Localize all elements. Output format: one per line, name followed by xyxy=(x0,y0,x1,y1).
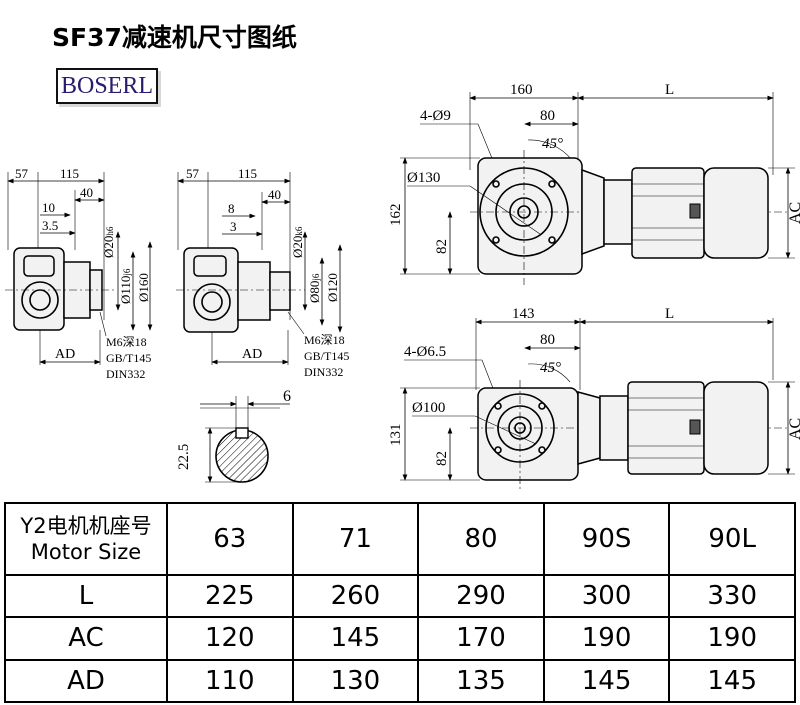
mid-thread-1: M6深18 xyxy=(304,333,345,347)
br-dim-82: 82 xyxy=(434,451,450,466)
table-cell: 330 xyxy=(668,573,796,619)
left-dim-57: 57 xyxy=(15,166,29,181)
size-cell: 90L xyxy=(668,502,796,576)
mid-dim-8: 8 xyxy=(228,201,235,216)
mid-dim-115: 115 xyxy=(238,166,257,181)
left-pilot-dim: Ø110 xyxy=(118,276,133,304)
size-cell: 80 xyxy=(417,502,545,576)
technical-drawing: 57 115 40 10 3.5 Ø20h6 Ø110j6 Ø160 AD M6… xyxy=(5,82,800,490)
header-line-2: Motor Size xyxy=(30,539,142,564)
svg-text:Ø20h6: Ø20h6 xyxy=(101,226,116,258)
tr-angle: 45° xyxy=(542,136,563,152)
table-header-label: Y2电机机座号 Motor Size xyxy=(4,502,168,576)
br-dim-80: 80 xyxy=(540,332,555,348)
size-cell: 71 xyxy=(291,502,420,576)
left-shaft-tol: h6 xyxy=(105,226,115,236)
table-cell: 130 xyxy=(291,658,420,704)
left-pilot-tol: j6 xyxy=(122,268,132,277)
table-cell: 190 xyxy=(668,616,796,661)
table-cell: 260 xyxy=(291,573,420,619)
table-cell: 225 xyxy=(166,573,294,619)
left-thread-2: GB/T145 xyxy=(106,351,151,365)
size-cell: 90S xyxy=(542,502,671,576)
row-label: AC xyxy=(4,616,168,661)
tr-holes: 4-Ø9 xyxy=(420,108,451,124)
table-cell: 145 xyxy=(668,658,796,704)
brand-logo: BOSERL xyxy=(56,68,158,104)
mid-flange-dim: Ø120 xyxy=(325,273,340,302)
key-height-dim: 22.5 xyxy=(176,444,192,470)
tr-dim-82: 82 xyxy=(434,239,450,254)
bottom-right-view: 143 L 4-Ø6.5 80 45° Ø100 131 xyxy=(388,306,800,490)
br-dim-143: 143 xyxy=(512,306,535,322)
size-cell: 63 xyxy=(166,502,294,576)
left-ad-label: AD xyxy=(55,347,75,362)
tr-ac: AC xyxy=(787,202,800,224)
table-cell: 190 xyxy=(542,616,671,661)
table-cell: 120 xyxy=(166,616,294,661)
br-dim-L: L xyxy=(665,306,674,322)
middle-side-view: 57 115 40 8 3 Ø20k6 Ø80j6 Ø120 AD M6深18 … xyxy=(176,166,349,379)
left-dim-10: 10 xyxy=(42,200,55,215)
mid-thread-2: GB/T145 xyxy=(304,349,349,363)
mid-dim-40: 40 xyxy=(268,187,281,202)
page-title: SF37减速机尺寸图纸 xyxy=(52,23,297,52)
tr-pcd: Ø130 xyxy=(407,170,440,186)
row-label: AD xyxy=(4,658,168,704)
mid-thread-3: DIN332 xyxy=(304,365,343,379)
table-cell: 145 xyxy=(291,616,420,661)
mid-shaft-dim: Ø20 xyxy=(290,236,305,258)
header-line-1: Y2电机机座号 xyxy=(20,513,152,538)
mid-shaft-tol: k6 xyxy=(294,226,304,236)
svg-text:Ø20k6: Ø20k6 xyxy=(290,226,305,258)
left-dim-3-5: 3.5 xyxy=(42,218,58,233)
mid-ad-label: AD xyxy=(242,347,262,362)
motor-size-table: Y2电机机座号 Motor Size 63 71 80 90S 90L L 22… xyxy=(4,502,796,704)
table-cell: 145 xyxy=(542,658,671,704)
tr-dim-160: 160 xyxy=(510,82,533,98)
svg-text:Ø110j6: Ø110j6 xyxy=(118,268,133,304)
mid-dim-3: 3 xyxy=(230,219,237,234)
mid-pilot-tol: j6 xyxy=(311,273,321,282)
key-width-dim: 6 xyxy=(283,388,291,405)
row-label: L xyxy=(4,573,168,619)
top-right-view: 160 L 4-Ø9 80 45° Ø130 xyxy=(388,82,800,285)
table-cell: 135 xyxy=(417,658,545,704)
shaft-key-section: 6 22.5 xyxy=(176,388,291,483)
br-pcd: Ø100 xyxy=(412,400,445,416)
table-row: AD 110 130 135 145 145 xyxy=(4,658,796,704)
br-height: 131 xyxy=(388,424,404,447)
mid-pilot-dim: Ø80 xyxy=(307,281,322,303)
tr-dim-80: 80 xyxy=(540,108,555,124)
left-shaft-dim: Ø20 xyxy=(101,236,116,258)
table-cell: 170 xyxy=(417,616,545,661)
left-flange-dim: Ø160 xyxy=(136,273,151,302)
left-dim-40: 40 xyxy=(80,185,93,200)
table-cell: 300 xyxy=(542,573,671,619)
table-cell: 110 xyxy=(166,658,294,704)
left-side-view: 57 115 40 10 3.5 Ø20h6 Ø110j6 Ø160 AD M6… xyxy=(5,166,153,381)
table-header-row: Y2电机机座号 Motor Size 63 71 80 90S 90L xyxy=(4,502,796,576)
left-dim-115: 115 xyxy=(60,166,79,181)
tr-dim-L: L xyxy=(665,82,674,98)
tr-height: 162 xyxy=(388,204,404,227)
br-angle: 45° xyxy=(540,360,561,376)
left-thread-1: M6深18 xyxy=(106,335,147,349)
table-row: L 225 260 290 300 330 xyxy=(4,573,796,619)
mid-dim-57: 57 xyxy=(186,166,200,181)
br-holes: 4-Ø6.5 xyxy=(404,344,446,360)
table-row: AC 120 145 170 190 190 xyxy=(4,616,796,661)
br-ac: AC xyxy=(787,418,800,440)
svg-text:Ø80j6: Ø80j6 xyxy=(307,273,322,303)
left-thread-3: DIN332 xyxy=(106,367,145,381)
table-cell: 290 xyxy=(417,573,545,619)
